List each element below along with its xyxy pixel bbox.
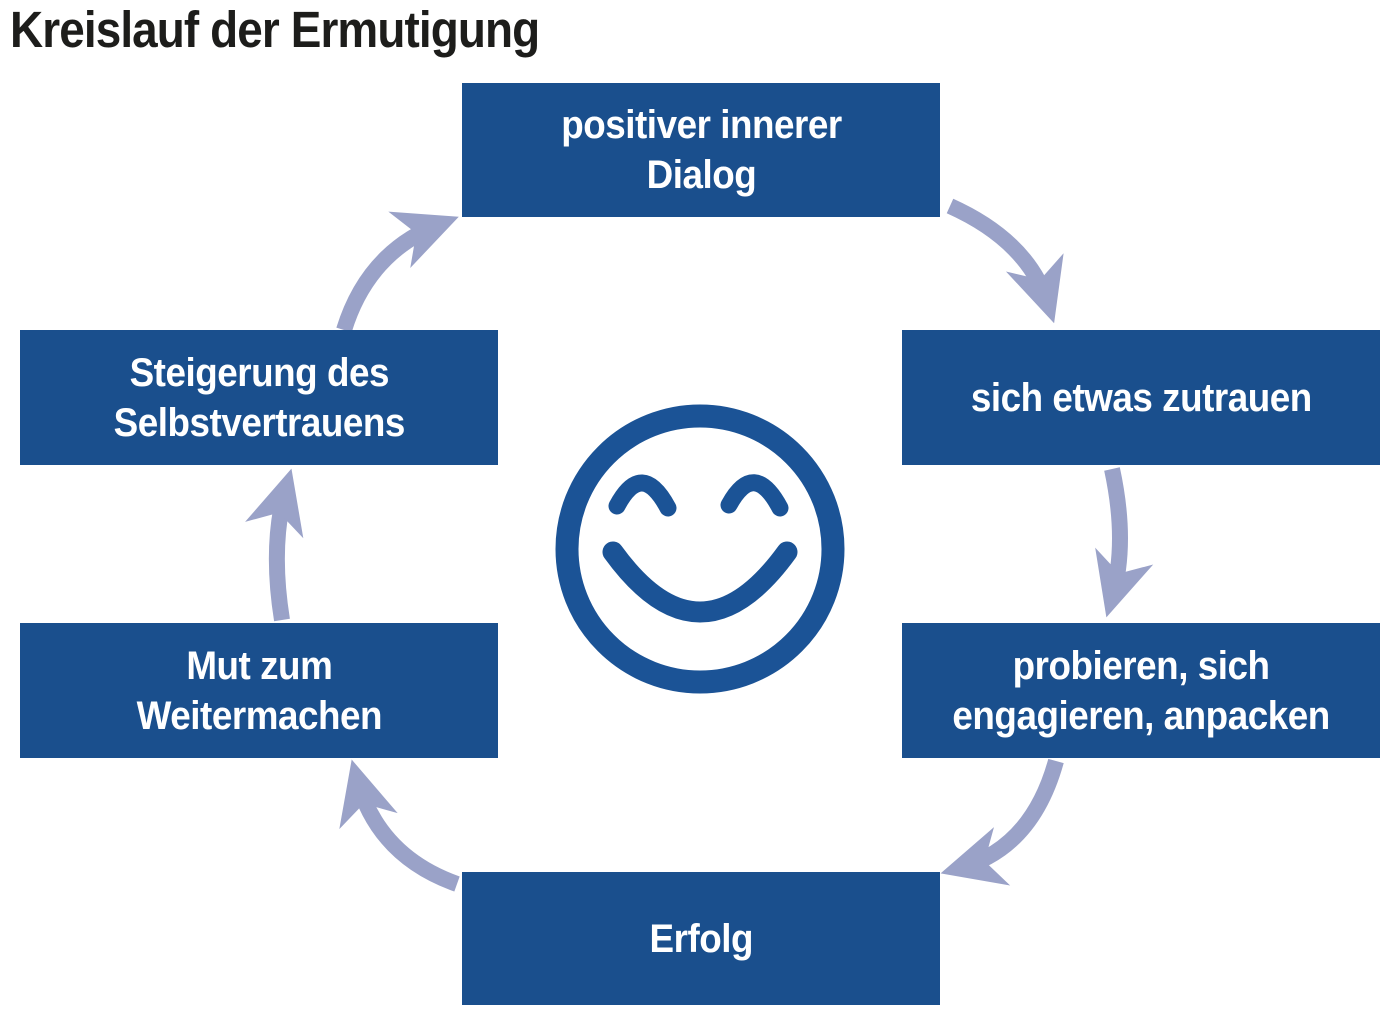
smiley-face-icon xyxy=(555,404,845,694)
node-label: Steigerung des Selbstvertrauens xyxy=(113,350,405,445)
arrow-erfolg-to-mut-icon xyxy=(339,759,460,892)
node-label: Erfolg xyxy=(649,916,753,961)
arrow-dialog-to-zutrauen-icon xyxy=(946,198,1064,324)
node-label: sich etwas zutrauen xyxy=(970,375,1312,420)
node-positiver-innerer-dialog: positiver innerer Dialog xyxy=(462,83,940,217)
node-label: probieren, sich engagieren, anpacken xyxy=(952,643,1330,738)
node-sich-etwas-zutrauen: sich etwas zutrauen xyxy=(902,330,1380,465)
node-mut-zum-weitermachen: Mut zum Weitermachen xyxy=(20,623,498,758)
diagram-title: Kreislauf der Ermutigung xyxy=(10,1,540,58)
node-erfolg: Erfolg xyxy=(462,872,940,1005)
arrow-mut-to-steigerung-icon xyxy=(245,468,304,622)
node-steigerung-selbstvertrauen: Steigerung des Selbstvertrauens xyxy=(20,330,498,465)
node-label: Mut zum Weitermachen xyxy=(136,643,382,738)
node-label: positiver innerer Dialog xyxy=(560,103,842,197)
arrow-steigerung-to-dialog-icon xyxy=(336,211,459,333)
node-probieren-engagieren: probieren, sich engagieren, anpacken xyxy=(902,623,1380,758)
arrow-zutrauen-to-probieren-icon xyxy=(1095,467,1154,618)
arrow-probieren-to-erfolg-icon xyxy=(940,758,1064,886)
